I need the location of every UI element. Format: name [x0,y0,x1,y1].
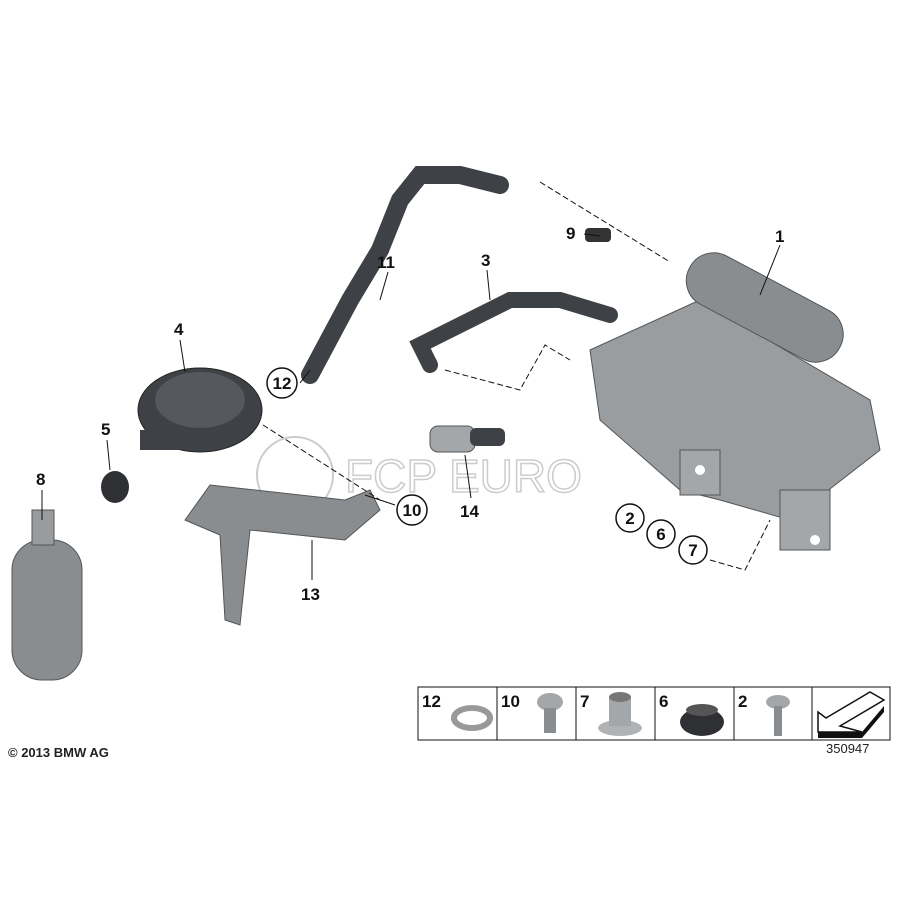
legend-item-10[interactable]: 10 [501,692,563,733]
bushing-icon [598,692,642,736]
svg-text:12: 12 [422,692,441,711]
svg-text:7: 7 [688,541,697,560]
svg-text:2: 2 [625,509,634,528]
callouts: 1 11 3 9 4 5 8 14 13 12 10 2 6 7 [36,224,784,604]
svg-text:10: 10 [403,501,422,520]
callout-11[interactable]: 11 [377,253,395,272]
screw-icon [537,693,563,733]
copyright: © 2013 BMW AG [8,745,109,760]
hose-clamp-icon [451,705,493,731]
part-9-cap[interactable] [585,228,611,242]
svg-text:FCP EURO: FCP EURO [345,450,582,502]
legend-item-2[interactable]: 2 [738,692,790,736]
svg-text:6: 6 [656,525,665,544]
callout-7[interactable]: 7 [678,535,708,565]
legend-item-6[interactable]: 6 [659,692,724,736]
leader-lines [41,181,781,580]
callout-14[interactable]: 14 [460,502,479,521]
svg-text:12: 12 [273,374,292,393]
svg-text:6: 6 [659,692,668,711]
callout-4[interactable]: 4 [174,320,184,339]
callout-3[interactable]: 3 [481,251,490,270]
callout-13[interactable]: 13 [301,585,320,604]
legend-item-12[interactable]: 12 [422,692,493,731]
watermark: FCP EURO [256,436,583,514]
part-3-hose[interactable] [409,292,618,373]
legend-item-7[interactable]: 7 [580,692,642,736]
part-4-leak-diagnosis-pump[interactable] [137,367,263,453]
part-8-filter[interactable] [11,509,83,681]
callout-8[interactable]: 8 [36,470,45,489]
part-5-grommet[interactable] [101,471,129,503]
svg-text:7: 7 [580,692,589,711]
part-14-connector[interactable] [429,425,505,453]
svg-text:2: 2 [738,692,747,711]
part-1-charcoal-canister[interactable] [589,243,881,551]
callout-1[interactable]: 1 [775,227,784,246]
grommet-icon [680,704,724,736]
callout-10[interactable]: 10 [396,494,428,526]
part-11-hose[interactable] [301,166,509,384]
hardware-legend: 12 10 7 6 2 [417,686,891,741]
callout-9[interactable]: 9 [566,224,575,243]
callout-5[interactable]: 5 [101,420,110,439]
callout-2[interactable]: 2 [615,503,645,533]
hex-bolt-icon [766,695,790,736]
part-13-bracket[interactable] [184,484,381,626]
diagram-number: 350947 [826,741,869,756]
svg-text:10: 10 [501,692,520,711]
direction-arrow-icon [817,691,886,738]
callout-12[interactable]: 12 [266,367,298,399]
callout-6[interactable]: 6 [646,519,676,549]
